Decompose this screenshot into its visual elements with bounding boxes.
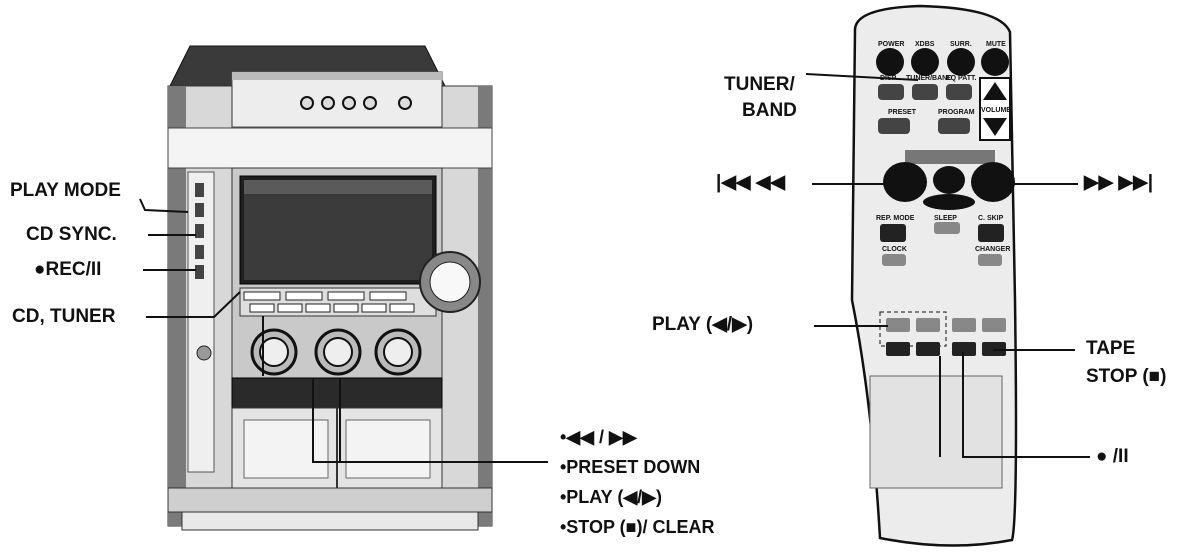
bullet-stop-clear: •STOP (■)/ CLEAR	[560, 517, 715, 537]
bullet-play: •PLAY (◀/▶)	[560, 487, 663, 507]
btn-eq-patt: EQ PATT.	[946, 75, 977, 82]
remote-tape-buttons	[886, 318, 1006, 356]
label-rec-pause: ●REC/II	[34, 259, 102, 280]
label-cd-tuner: CD, TUNER	[12, 306, 116, 327]
label-skip-fwd: ▶▶ ▶▶|	[1084, 172, 1154, 193]
btn-mute: MUTE	[986, 41, 1006, 48]
knob-row	[250, 328, 422, 376]
btn-xdbs: XDBS	[915, 41, 935, 48]
btn-volume: VOLUME	[981, 107, 1011, 114]
label-cd-sync: CD SYNC.	[26, 224, 117, 245]
btn-changer: CHANGER	[975, 246, 1010, 253]
label-play-mode: PLAY MODE	[10, 180, 121, 201]
btn-program: PROGRAM	[938, 109, 975, 116]
btn-tuner-band: TUNER/BAND	[906, 75, 952, 82]
btn-surr: SURR.	[950, 41, 972, 48]
bullet-preset-down: •PRESET DOWN	[560, 457, 701, 477]
remote-mid-buttons	[880, 222, 1004, 266]
top-jack-row	[300, 96, 412, 110]
label-tuner-band-2: BAND	[742, 100, 797, 121]
label-tape-1: TAPE	[1086, 338, 1136, 359]
bullet-skip: •◀◀ / ▶▶	[560, 427, 637, 447]
label-play: PLAY (◀/▶)	[652, 314, 754, 335]
btn-cd-skip: C. SKIP	[978, 215, 1004, 222]
label-tuner-band-1: TUNER/	[724, 74, 795, 95]
remote-top-buttons	[876, 48, 1009, 134]
remote-transport	[883, 150, 1015, 210]
btn-preset: PRESET	[888, 109, 917, 116]
btn-clock: CLOCK	[882, 246, 907, 253]
label-tape-stop: STOP (■)	[1086, 366, 1167, 387]
btn-rep-mode: REP. MODE	[876, 215, 915, 222]
left-panel-buttons	[195, 183, 204, 279]
label-skip-back: |◀◀ ◀◀	[716, 172, 786, 193]
label-remote-rec-pause: ● /II	[1096, 446, 1129, 467]
btn-sleep: SLEEP	[934, 215, 957, 222]
btn-power: POWER	[878, 41, 904, 48]
